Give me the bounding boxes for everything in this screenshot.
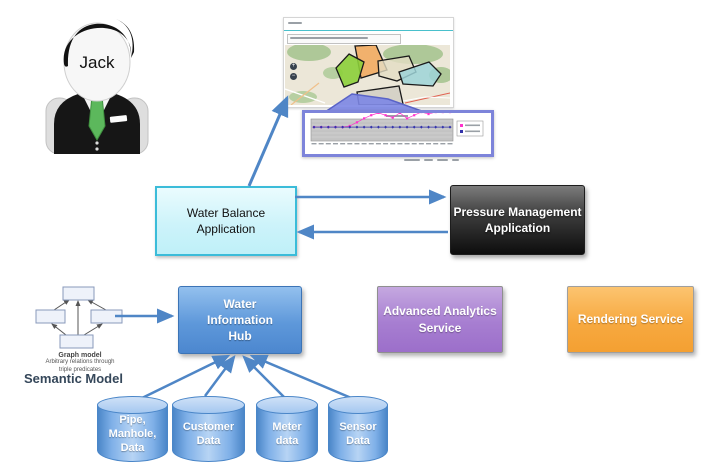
cylinder-body — [328, 405, 388, 462]
chart-x-tick-labels — [311, 143, 453, 145]
cylinder-body — [97, 405, 168, 462]
forest-patch — [289, 91, 317, 103]
graph-node — [35, 309, 66, 324]
datastore-sensor: Sensor Data — [328, 396, 388, 462]
cylinder-body — [172, 405, 245, 462]
map-zoom-out-button: − — [290, 73, 297, 80]
datastore-label: Meter data — [272, 421, 302, 447]
chart-plot-area — [310, 118, 454, 142]
datastore-pipe-manhole: Pipe, Manhole, Data — [97, 396, 168, 462]
avatar-name-label: Jack — [80, 53, 115, 72]
advanced-analytics-service-box: Advanced Analytics Service — [377, 286, 503, 353]
arrow-wb-to-map — [247, 95, 289, 187]
rendering-service-box: Rendering Service — [567, 286, 694, 353]
pressure-management-label: Pressure Management Application — [453, 204, 582, 235]
road-line — [290, 82, 320, 105]
map-canvas: + − — [285, 45, 450, 105]
graph-model-caption: Graph model Arbitrary relations through … — [24, 352, 136, 375]
map-zoom-in-button: + — [290, 63, 297, 70]
cylinder-body — [256, 405, 318, 462]
arrow-customer-to-hub — [203, 354, 236, 397]
chart-screenshot-window — [302, 110, 494, 157]
map-search-input — [287, 34, 401, 44]
road-line — [285, 88, 326, 104]
datastore-label: Sensor Data — [339, 421, 377, 447]
chart-legend — [456, 120, 484, 137]
arrow-sensor-to-hub — [249, 354, 357, 402]
graph-node — [59, 334, 94, 349]
forest-patch — [287, 45, 331, 61]
water-information-hub-label: Water Information Hub — [207, 296, 273, 344]
datastore-label: Pipe, Manhole, Data — [108, 414, 157, 454]
water-balance-label: Water Balance Application — [186, 205, 266, 236]
avatar-pocket — [109, 115, 128, 123]
map-polygon-gray — [356, 85, 404, 105]
datastore-customer: Customer Data — [172, 396, 245, 462]
graph-node — [90, 309, 123, 324]
map-title-text — [288, 22, 302, 24]
graph-model-caption-subtitle: Arbitrary relations through triple predi… — [45, 359, 115, 373]
pressure-management-application-box: Pressure Management Application — [450, 185, 585, 255]
advanced-analytics-label: Advanced Analytics Service — [383, 304, 497, 335]
graph-model-diagram — [28, 283, 132, 353]
avatar-hair — [116, 19, 135, 58]
datastore-label: Customer Data — [182, 421, 235, 447]
line-chart — [310, 113, 484, 145]
graph-model-caption-title: Graph model — [58, 352, 102, 359]
datastore-meter: Meter data — [256, 396, 318, 462]
graph-node — [62, 286, 95, 301]
cylinder-top — [97, 396, 168, 414]
water-information-hub-box: Water Information Hub — [178, 286, 302, 354]
map-header-divider — [284, 30, 453, 31]
user-avatar: Jack — [38, 2, 156, 154]
water-balance-application-box: Water Balance Application — [155, 186, 297, 256]
map-polygon-green — [335, 53, 365, 88]
rendering-service-label: Rendering Service — [577, 312, 684, 327]
chart-caption-text — [404, 157, 494, 163]
map-screenshot-window: + − — [283, 17, 454, 108]
arrow-meter-to-hub — [242, 355, 285, 398]
map-polygon-teal — [398, 61, 442, 87]
semantic-model-label: Semantic Model — [24, 371, 123, 386]
